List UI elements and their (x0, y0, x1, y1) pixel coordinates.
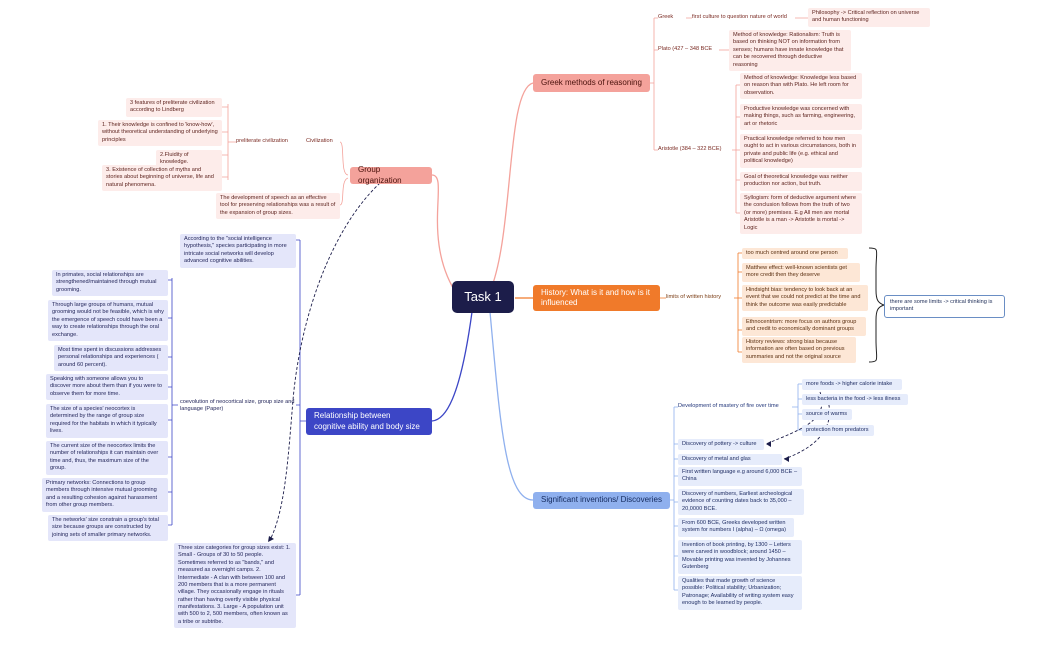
topic-group-organization[interactable]: Group organization (350, 165, 432, 185)
aristotle-item[interactable]: Method of knowledge: Knowledge less base… (740, 73, 862, 100)
coevolution-item[interactable]: The current size of the neocortex limits… (46, 441, 168, 475)
coevolution-item[interactable]: Speaking with someone allows you to disc… (46, 374, 168, 401)
dashed-fire-metal (783, 394, 831, 460)
link-fire (792, 383, 802, 431)
link-aristotle (732, 84, 740, 214)
link-inventions (670, 406, 678, 591)
topic-greek-methods[interactable]: Greek methods of reasoning (533, 74, 650, 92)
invention-item[interactable]: Qualities that made growth of science po… (678, 576, 802, 610)
topic-history[interactable]: History: What is it and how is it influe… (533, 285, 660, 311)
link-center-relationship (431, 311, 473, 422)
node-social-hypothesis[interactable]: According to the "social intelligence hy… (180, 234, 296, 268)
node-speech[interactable]: The development of speech as an effectiv… (216, 193, 340, 220)
node-plato[interactable]: Plato (427 – 348 BCE (658, 46, 713, 52)
aristotle-item[interactable]: Productive knowledge was concerned with … (740, 104, 862, 131)
arrowhead-sizes (268, 536, 274, 542)
center-topic[interactable]: Task 1 (452, 281, 514, 313)
node-greek-first[interactable]: first culture to question nature of worl… (692, 14, 787, 20)
preliterate-feature[interactable]: 1. Their knowledge is confined to 'know-… (98, 120, 222, 147)
fire-item[interactable]: source of warms (802, 409, 852, 421)
link-preliterate (222, 104, 236, 180)
coevolution-item[interactable]: Through large groups of humans, mutual g… (48, 300, 168, 341)
node-preliterate[interactable]: preliterate civilization (236, 138, 288, 144)
fire-item[interactable]: less bacteria in the food -> less ilines… (802, 394, 908, 406)
fire-item[interactable]: protection from predators (802, 425, 874, 437)
invention-item[interactable]: Discovery of numbers, Earliest archeolog… (678, 489, 804, 516)
topic-inventions[interactable]: Significant inventions/ Discoveries (533, 492, 670, 509)
invention-item[interactable]: Invention of book printing, by 1300 – Le… (678, 540, 802, 574)
preliterate-feature[interactable]: 2.Fluidity of knowledge. (156, 150, 222, 169)
preliterate-feature[interactable]: 3 features of preliterate civilization a… (126, 98, 222, 117)
arrowhead-pottery (766, 441, 771, 447)
coevolution-item[interactable]: Primary networks: Connections to group m… (42, 478, 168, 512)
arrowhead-metal (784, 456, 789, 462)
node-limits[interactable]: limits of written history (666, 294, 722, 300)
node-coevolution[interactable]: coevolution of neocortical size, group s… (180, 399, 295, 413)
node-civilization[interactable]: Civilization (306, 138, 333, 144)
link-relationship (296, 239, 306, 596)
history-bracket (868, 247, 886, 363)
history-item[interactable]: Hindsight bias: tendency to look back at… (742, 285, 868, 312)
history-item[interactable]: Ethnocentrism: more focus on authors gro… (742, 317, 866, 336)
coevolution-item[interactable]: In primates, social relationships are st… (52, 270, 168, 297)
link-center-inventions (489, 311, 534, 501)
node-plato-method[interactable]: Method of knowledge: Rationalism: Truth … (729, 30, 851, 71)
link-greek-branches (650, 17, 658, 151)
link-coevolution (168, 278, 178, 526)
link-group-speech (339, 177, 349, 206)
aristotle-item[interactable]: Goal of theoretical knowledge was neithe… (740, 172, 862, 191)
node-fire[interactable]: Development of mastery of fire over time (678, 403, 779, 409)
history-item[interactable]: Matthew effect: well-known scientists ge… (742, 263, 860, 282)
link-group-civ (339, 141, 349, 176)
topic-relationship[interactable]: Relationship between cognitive ability a… (306, 408, 432, 435)
history-item[interactable]: History reviews: strong bias because inf… (742, 337, 856, 364)
coevolution-item[interactable]: The size of a species' neocortex is dete… (46, 404, 168, 438)
link-history-limits (660, 252, 742, 353)
history-item[interactable]: too much centred around one person (742, 248, 848, 260)
link-center-group (431, 174, 459, 297)
node-pottery[interactable]: Discovery of pottery -> culture (678, 439, 764, 451)
node-metal[interactable]: Discovery of metal and glas (678, 454, 782, 466)
aristotle-item[interactable]: Syllogism: form of deductive argument wh… (740, 193, 862, 234)
history-note[interactable]: there are some limits -> critical thinki… (884, 295, 1005, 318)
dashed-fire-pottery (765, 391, 823, 445)
preliterate-feature[interactable]: 3. Existence of collection of myths and … (102, 165, 222, 192)
node-three-sizes[interactable]: Three size categories for group sizes ex… (174, 543, 296, 629)
coevolution-item[interactable]: Most time spent in discussions addresses… (54, 345, 168, 372)
fire-item[interactable]: more foods -> higher calorie intake (802, 379, 902, 391)
invention-item[interactable]: First written language e.g around 6,000 … (678, 467, 802, 486)
node-philosophy[interactable]: Philosophy -> Critical reflection on uni… (808, 8, 930, 27)
aristotle-item[interactable]: Practical knowledge referred to how men … (740, 134, 862, 168)
node-greek[interactable]: Greek (658, 14, 674, 20)
coevolution-item[interactable]: The networks' size constrain a group's t… (48, 515, 168, 542)
node-aristotle[interactable]: Aristotle (384 – 322 BCE) (658, 146, 722, 152)
invention-item[interactable]: From 600 BCE, Greeks developed written s… (678, 518, 794, 537)
link-center-greek (487, 82, 534, 297)
